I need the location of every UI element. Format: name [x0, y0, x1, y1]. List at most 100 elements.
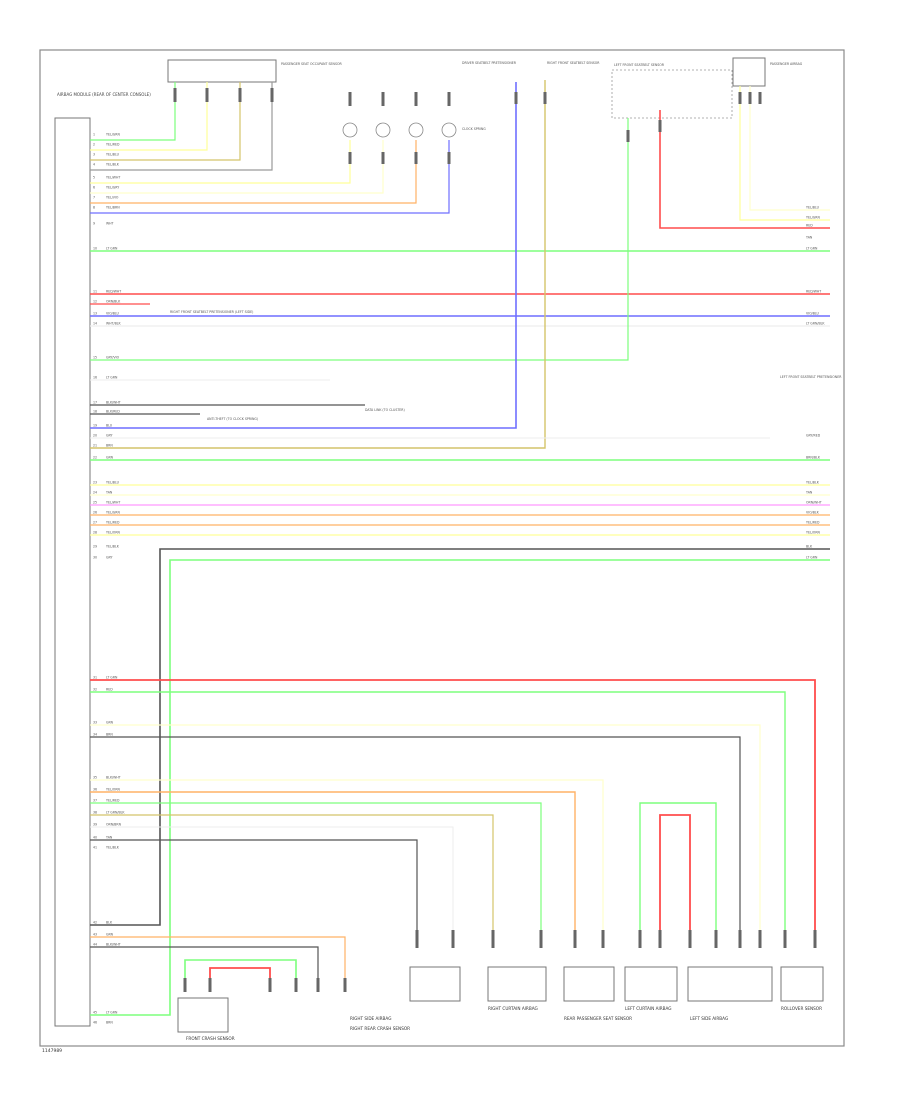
left-wire-label: ORN/BLK [106, 300, 121, 304]
right-wire-label: RED/WHT [806, 290, 821, 294]
pretensioner-pin-1 [381, 152, 385, 164]
passenger-airbag-pin-2 [758, 92, 762, 104]
left-pin-number: 20 [93, 434, 97, 438]
left-wire-label: TAN [105, 491, 113, 495]
seatbelt-pin-1 [543, 92, 547, 104]
left-pin-number: 10 [93, 247, 97, 251]
left-pin-number: 7 [93, 196, 95, 200]
wire-olive-seat [90, 80, 546, 449]
left-pin-number: 41 [93, 846, 97, 850]
right-wire-label: ORN/WHT [806, 501, 822, 505]
left-wire-label: YEL/BLK [106, 545, 120, 549]
driver-seatbelt-pretensioner-label: DRIVER SEATBELT PRETENSIONER [462, 61, 517, 65]
left-pin-number: 36 [93, 788, 97, 792]
front-sensor-pin-2 [268, 978, 272, 992]
right-wire-label: YEL/ORN [806, 531, 821, 535]
right-wire-label: LT GRN/BLK [806, 322, 825, 326]
diagram-frame [39, 49, 845, 1047]
left-wire-label: YEL/GRN [106, 511, 120, 515]
left-side-airbag-label: LEFT SIDE AIRBAG [690, 1016, 728, 1021]
left-pin-number: 45 [93, 1011, 97, 1015]
wire-rollover-green [90, 691, 786, 940]
clock-spring-pin-1 [381, 92, 385, 106]
occupant-pin-2 [238, 88, 242, 102]
left-wire-label: YEL/BLK [106, 163, 120, 167]
seatbelt-pin-0 [514, 92, 518, 104]
left-wire-label: YEL/VIO [106, 196, 119, 200]
bottom-pin-3 [539, 930, 543, 948]
left-pin-number: 29 [93, 545, 97, 549]
left-wire-label: ORN/BRN [106, 823, 122, 827]
bottom-pin-4 [573, 930, 577, 948]
pretensioner-pin-3 [447, 152, 451, 164]
left-wire-label: BLK/WHT [106, 943, 121, 947]
right-wire-label: VIO/BLK [806, 511, 820, 515]
left-pin-number: 23 [93, 481, 97, 485]
occupant-pin-0 [173, 88, 177, 102]
bottom-pin-8 [688, 930, 692, 948]
lf-sensor-pin-1 [658, 120, 662, 132]
left-pin-number: 30 [93, 556, 97, 560]
right-curtain-airbag-box [487, 966, 547, 1002]
left-pin-number: 19 [93, 424, 97, 428]
wire-side-grey [90, 826, 454, 940]
note-anti-theft: ANTI-THEFT (TO CLOCK SPRING) [207, 417, 258, 421]
wire-occupant-3 [90, 82, 241, 161]
right-front-seatbelt-sensor-label: RIGHT FRONT SEATBELT SENSOR [547, 61, 600, 65]
lf-sensor-pin-0 [626, 130, 630, 142]
right-wire-label: YEL/GRN [806, 216, 820, 220]
clock-spring-pin-3 [447, 92, 451, 106]
left-curtain-airbag-box [624, 966, 678, 1002]
pretensioner-pin-0 [348, 152, 352, 164]
left-pin-number: 15 [93, 356, 97, 360]
left-pin-number: 32 [93, 688, 97, 692]
left-wire-label: YEL/ORN [106, 531, 121, 535]
clock-spring-pin-0 [348, 92, 352, 106]
left-front-seatbelt-sensor-label: LEFT FRONT SEATBELT SENSOR [614, 63, 665, 67]
bottom-pin-2 [491, 930, 495, 948]
front-sensor-pin-5 [343, 978, 347, 992]
wire-green-right-sensor [90, 118, 629, 361]
pretensioner-pin-2 [414, 152, 418, 164]
wire-front-orange [90, 936, 346, 990]
left-wire-label: BRN [106, 444, 113, 448]
right-wire-label: YEL/RED [806, 521, 820, 525]
left-pin-number: 24 [93, 491, 97, 495]
wire-curtain-green [90, 802, 542, 940]
left-pin-number: 18 [93, 410, 97, 414]
front-crash-sensor-label: FRONT CRASH SENSOR [186, 1036, 235, 1041]
left-wire-label: GRY/VIO [106, 356, 120, 360]
front-sensor-pin-3 [294, 978, 298, 992]
right-wire-label: LT GRN [806, 247, 818, 251]
left-wire-label: BLK [106, 921, 113, 925]
front-sensor-pin-4 [316, 978, 320, 992]
left-pin-number: 33 [93, 721, 97, 725]
left-pin-number: 4 [93, 163, 95, 167]
bottom-pin-13 [813, 930, 817, 948]
bottom-pin-12 [783, 930, 787, 948]
left-wire-label: YEL/RED [106, 143, 120, 147]
left-wire-label: LT GRN/BLK [106, 811, 125, 815]
left-wire-label: YEL/BLU [106, 153, 120, 157]
right-wire-label: LT GRN [806, 556, 818, 560]
left-pin-number: 31 [93, 676, 97, 680]
clock-spring-label: CLOCK SPRING [462, 127, 486, 131]
left-pin-number: 46 [93, 1021, 97, 1025]
occupant-pin-1 [205, 88, 209, 102]
left-wire-label: WHT/BLK [106, 322, 122, 326]
left-wire-label: LT GRN [106, 676, 118, 680]
left-pin-number: 44 [93, 943, 97, 947]
bottom-pin-7 [658, 930, 662, 948]
passenger-airbag-pin-0 [738, 92, 742, 104]
bottom-pin-5 [601, 930, 605, 948]
left-curtain-airbag-label: LEFT CURTAIN AIRBAG [625, 1006, 672, 1011]
left-wire-label: GRN [106, 456, 114, 460]
right-wire-label: VIO/BLU [806, 312, 820, 316]
right-wire-label: YEL/BLU [806, 206, 820, 210]
wire-front-green [184, 959, 297, 990]
left-wire-label: YEL/WHT [106, 501, 120, 505]
left-pin-number: 8 [93, 206, 95, 210]
wire-pretensioner-2 [90, 140, 384, 194]
airbag-module-box [54, 117, 91, 1027]
